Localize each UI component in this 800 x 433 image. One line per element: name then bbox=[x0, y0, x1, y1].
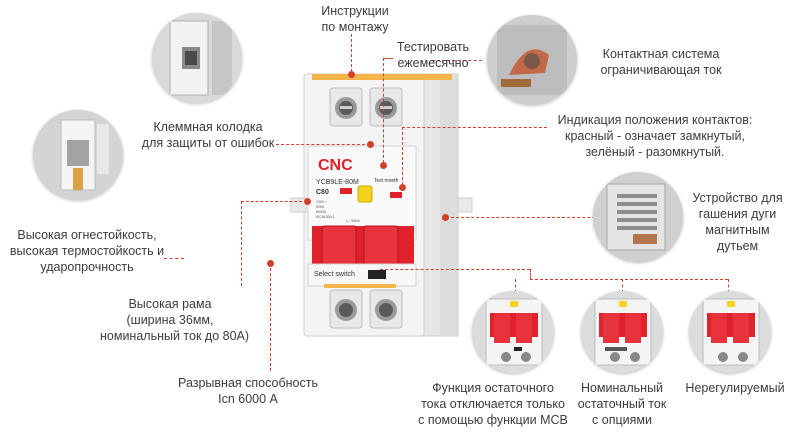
label-indication: Индикация положения контактов:красный - … bbox=[557, 113, 753, 159]
svg-text:230V~: 230V~ bbox=[316, 200, 326, 204]
label-unadjustable: Нерегулируемый bbox=[685, 381, 785, 395]
svg-text:6000A: 6000A bbox=[316, 210, 327, 214]
label-fire-resistance: Высокая огнестойкость,высокая термостойк… bbox=[9, 228, 165, 274]
callout-dot bbox=[442, 214, 449, 221]
breaker-fixed-photo bbox=[689, 291, 771, 373]
terminal-block-photo bbox=[152, 13, 242, 103]
model-label: YCB9LE-80M bbox=[316, 179, 359, 186]
test-label: Test month bbox=[374, 178, 399, 184]
callout-dot bbox=[348, 71, 355, 78]
svg-text:IEC61009-1: IEC61009-1 bbox=[316, 215, 335, 219]
breaker-rated-photo bbox=[581, 291, 663, 373]
callout-dot bbox=[267, 260, 274, 267]
rcbo-breaker-illustration: CNC YCB9LE-80M C80 Test month 230V~ 50Hz… bbox=[290, 73, 473, 337]
brand-logo: CNC bbox=[318, 157, 353, 174]
callout-dot bbox=[380, 162, 387, 169]
rating-label: C80 bbox=[316, 189, 329, 196]
select-switch-label: Select switch bbox=[314, 271, 355, 278]
callout-dot bbox=[399, 184, 406, 191]
contact-system-photo bbox=[487, 15, 577, 105]
svg-text:50Hz: 50Hz bbox=[316, 205, 324, 209]
label-frame: Высокая рама(ширина 36мм,номинальный ток… bbox=[100, 297, 250, 343]
callout-dot bbox=[367, 141, 374, 148]
side-terminal-photo bbox=[33, 110, 123, 200]
callout-dot bbox=[304, 198, 311, 205]
breaker-residual-photo bbox=[472, 291, 554, 373]
svg-text:I△ 30mA: I△ 30mA bbox=[346, 219, 360, 223]
arc-chute-photo bbox=[593, 172, 683, 262]
